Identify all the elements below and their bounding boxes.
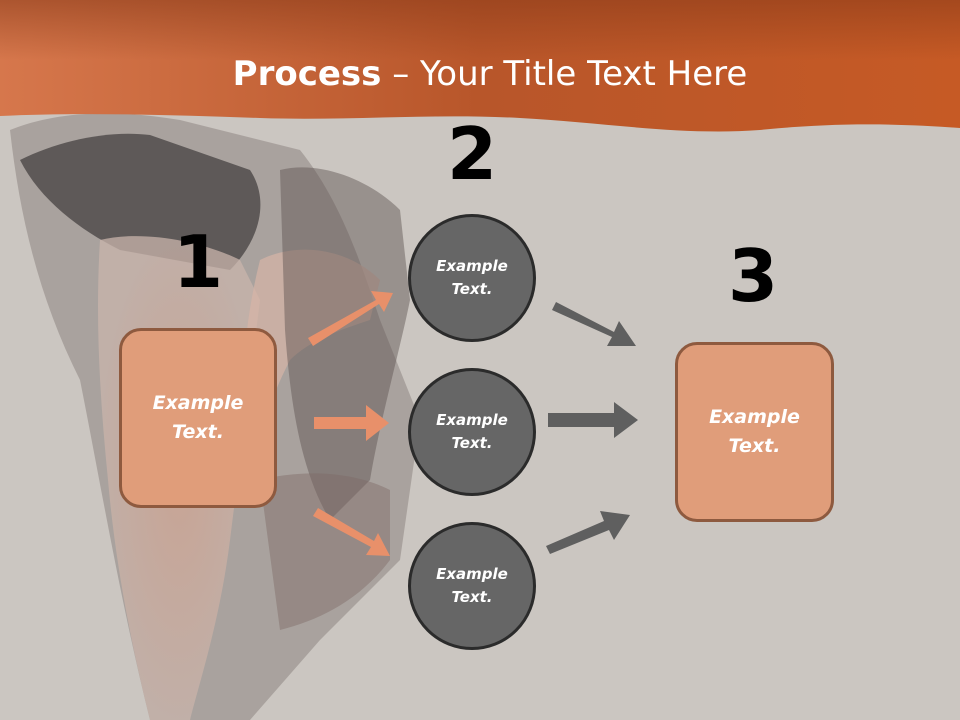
- step-number-2: 2: [446, 112, 498, 196]
- step-2-circle-2: Example Text.: [408, 368, 536, 496]
- arrow-1-to-2c: [313, 508, 390, 556]
- title-separator: –: [381, 54, 421, 94]
- arrow-2b-to-3: [548, 402, 638, 438]
- arrow-1-to-2a: [308, 291, 393, 346]
- step-1-box: Example Text.: [119, 328, 277, 508]
- step-2-circle-3: Example Text.: [408, 522, 536, 650]
- title-text: Your Title Text Here: [420, 54, 748, 94]
- step-2-circle-1-text: Example Text.: [436, 257, 508, 298]
- step-2-circle-2-text: Example Text.: [436, 411, 508, 452]
- step-3-box: Example Text.: [675, 342, 834, 522]
- arrow-1-to-2b: [314, 405, 389, 441]
- slide-title: Process – Your Title Text Here: [0, 52, 960, 96]
- step-1-text: Example Text.: [152, 392, 244, 443]
- title-bold-word: Process: [232, 54, 382, 94]
- arrow-2c-to-3: [546, 511, 630, 554]
- step-2-circle-3-text: Example Text.: [436, 565, 508, 606]
- arrow-2a-to-3: [552, 302, 636, 346]
- step-number-3: 3: [727, 234, 779, 318]
- step-2-circle-1: Example Text.: [408, 214, 536, 342]
- step-3-text: Example Text.: [709, 406, 800, 457]
- step-number-1: 1: [172, 220, 224, 304]
